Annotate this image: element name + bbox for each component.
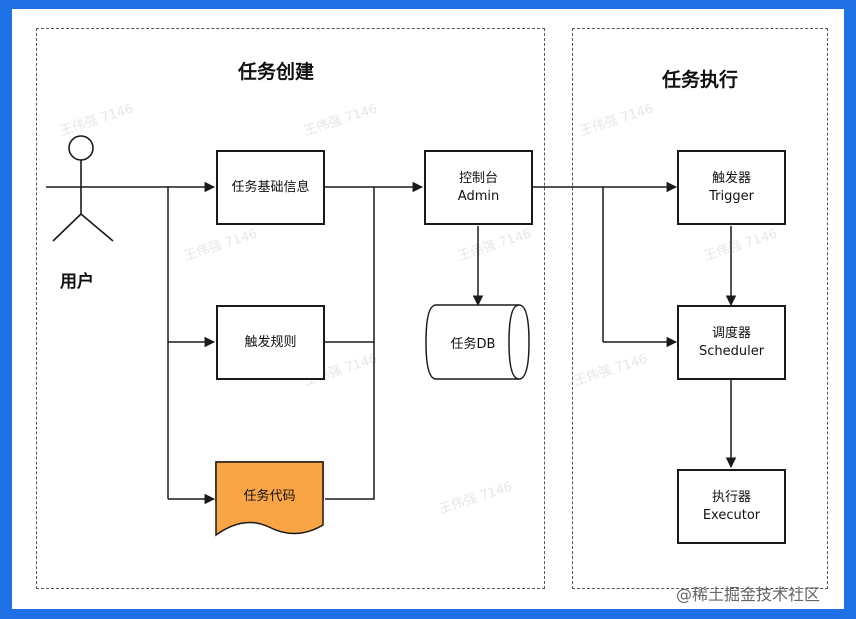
trigger-rule-label: 触发规则 <box>244 334 297 350</box>
source-footer: @稀土掘金技术社区 <box>676 585 821 604</box>
diagram-canvas: 王伟强 7146 王伟强 7146 王伟强 7146 王伟强 7146 王伟强 … <box>12 9 844 609</box>
task-code-label: 任务代码 <box>243 489 296 504</box>
console-box: 控制台 Admin <box>424 150 533 225</box>
scheduler-label-en: Scheduler <box>698 343 765 359</box>
task-creation-group <box>36 28 545 589</box>
executor-box: 执行器 Executor <box>677 469 786 544</box>
executor-label-cn: 执行器 <box>711 489 751 505</box>
task-creation-title: 任务创建 <box>237 61 314 83</box>
task-db-label: 任务DB <box>450 337 496 352</box>
trigger-label-cn: 触发器 <box>711 170 751 186</box>
scheduler-label-cn: 调度器 <box>711 325 751 341</box>
task-execution-group <box>572 28 828 589</box>
scheduler-box: 调度器 Scheduler <box>677 305 786 380</box>
task-db-cylinder <box>425 304 530 380</box>
basic-info-label: 任务基础信息 <box>231 179 310 195</box>
actor-label: 用户 <box>60 272 94 292</box>
task-execution-title: 任务执行 <box>661 69 738 91</box>
console-label-cn: 控制台 <box>458 170 498 186</box>
console-label-en: Admin <box>457 188 500 204</box>
trigger-box: 触发器 Trigger <box>677 150 786 225</box>
person-stick-figure-icon <box>46 135 120 242</box>
trigger-rule-box: 触发规则 <box>216 305 325 380</box>
executor-label-en: Executor <box>702 507 761 523</box>
connector-lines <box>46 135 737 537</box>
trigger-label-en: Trigger <box>709 188 754 204</box>
basic-info-box: 任务基础信息 <box>216 150 325 225</box>
